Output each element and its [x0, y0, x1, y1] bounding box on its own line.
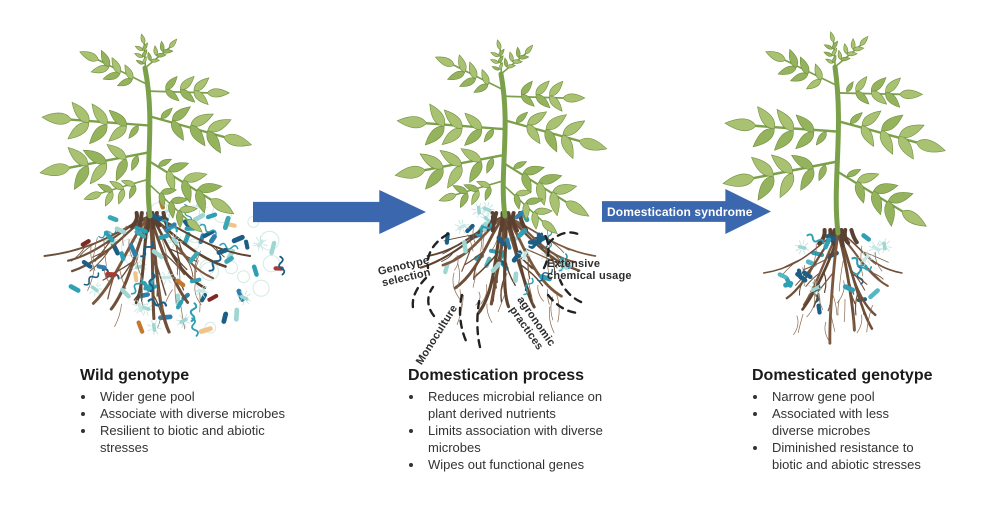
- wild-genotype-section: Wild genotype Wider gene poolAssociate w…: [80, 366, 340, 456]
- domesticated-genotype-heading: Domesticated genotype: [752, 367, 933, 384]
- domestication-process-bullet-list: Reduces microbial reliance on plant deri…: [408, 388, 624, 473]
- domestication-process-heading: Domestication process: [408, 367, 585, 384]
- wild-genotype-bullet-list: Wider gene poolAssociate with diverse mi…: [80, 388, 296, 456]
- bullet-item: Wipes out functional genes: [424, 456, 624, 473]
- bullet-item: Narrow gene pool: [768, 388, 930, 405]
- process-pressures-dashed-outline: [411, 231, 583, 349]
- bullet-item: Diminished resistance to biotic and abio…: [768, 439, 930, 473]
- bullet-item: Reduces microbial reliance on plant deri…: [424, 388, 624, 422]
- domesticated-genotype-bullet-list: Narrow gene poolAssociated with less div…: [752, 388, 930, 473]
- extensive-chemical-usage-label: Extensive chemical usage: [547, 258, 632, 282]
- bullet-item: Associate with diverse microbes: [96, 405, 296, 422]
- process-plant-illustration: [394, 39, 608, 334]
- domesticated-plant-illustration: [722, 31, 946, 345]
- bullet-item: Wider gene pool: [96, 388, 296, 405]
- wild-genotype-heading: Wild genotype: [80, 367, 190, 384]
- bullet-item: Associated with less diverse microbes: [768, 405, 930, 439]
- domestication-syndrome-label: Domestication syndrome: [607, 204, 753, 219]
- bullet-item: Resilient to biotic and abiotic stresses: [96, 422, 296, 456]
- wild-plant-illustration: [39, 33, 286, 337]
- domestication-process-section: Domestication process Reduces microbial …: [408, 366, 668, 473]
- bullet-item: Limits association with diverse microbes: [424, 422, 624, 456]
- domesticated-genotype-section: Domesticated genotype Narrow gene poolAs…: [752, 366, 977, 473]
